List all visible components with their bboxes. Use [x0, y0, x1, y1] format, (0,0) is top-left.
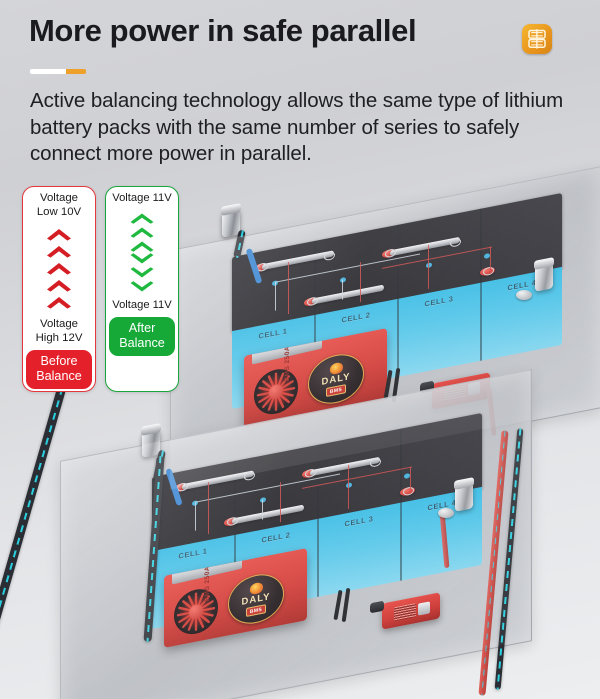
post-cap	[221, 203, 241, 216]
cooling-fan-icon	[174, 585, 218, 638]
relay-knob	[418, 601, 430, 616]
sense-wire	[342, 279, 344, 300]
panel-before-balance: Voltage Low 10V Voltage High 12V Before …	[22, 186, 96, 392]
header: More power in safe parallel Active balan…	[0, 0, 600, 180]
page-title: More power in safe parallel	[29, 13, 417, 48]
chevron-down-icon	[130, 252, 154, 263]
cell-seam	[397, 224, 399, 377]
chevron-up-icon	[47, 246, 71, 258]
balance-wire	[280, 481, 282, 523]
cell-seam	[480, 208, 482, 361]
chevron-up-icon	[130, 213, 154, 224]
chevron-up-icon	[47, 297, 71, 309]
balance-comparison: Voltage Low 10V Voltage High 12V Before …	[22, 186, 179, 392]
terminal-lug	[438, 508, 454, 518]
divider-segment-orange	[66, 69, 86, 74]
divider-segment-white	[30, 69, 66, 74]
sense-wire	[195, 502, 197, 531]
chevron-up-icon	[47, 229, 71, 241]
balance-wire	[288, 261, 290, 315]
chevron-up-icon	[130, 227, 154, 238]
before-balance-badge: Before Balance	[26, 350, 92, 389]
before-bottom-voltage: Voltage High 12V	[35, 318, 83, 344]
terminal-post-positive-top	[534, 257, 554, 292]
balance-wire	[348, 464, 350, 509]
after-top-voltage: Voltage 11V	[112, 192, 172, 204]
sense-wire	[275, 282, 277, 311]
balance-wire	[490, 246, 492, 271]
chevron-down-icon	[130, 266, 154, 277]
bms-module-top: BMS 250A DALY BMS	[244, 328, 387, 428]
terminal-lug	[516, 290, 532, 300]
after-bottom-voltage: Voltage 11V	[112, 298, 172, 311]
cell-seam	[317, 444, 319, 597]
after-arrow-stack	[128, 211, 156, 294]
balance-wire	[208, 481, 210, 535]
chevron-up-icon	[47, 280, 71, 292]
daly-logo: DALY BMS	[228, 569, 284, 629]
sense-wire	[262, 499, 264, 520]
bms-rating-label: BMS 250A	[284, 345, 291, 383]
after-balance-badge: After Balance	[109, 317, 175, 356]
cooling-fan-icon	[254, 365, 298, 418]
relay-vent	[394, 603, 416, 622]
balance-wire	[410, 466, 412, 491]
chevron-down-icon	[130, 280, 154, 291]
battery-scene: CELL 1 CELL 2 CELL 3 CELL 4	[0, 160, 600, 699]
before-top-voltage: Voltage Low 10V	[36, 192, 82, 218]
page-subtitle: Active balancing technology allows the s…	[30, 89, 564, 165]
cell-seam	[400, 428, 402, 581]
chevron-up-icon	[130, 241, 154, 252]
daly-logo: DALY BMS	[308, 349, 364, 409]
parallel-negative-bus-cable	[0, 386, 67, 678]
terminal-post-positive-bottom	[454, 477, 474, 512]
chevron-up-icon	[47, 263, 71, 275]
balance-wire	[428, 244, 430, 289]
accent-divider	[30, 69, 86, 74]
post-cap	[141, 423, 161, 436]
panel-after-balance: Voltage 11V Voltage 11V After Balance	[105, 186, 179, 392]
before-arrow-stack	[44, 226, 74, 309]
bms-battery-icon	[522, 24, 552, 54]
bms-rating-label: BMS 250A	[204, 565, 211, 603]
balance-wire	[360, 261, 362, 303]
bms-module-bottom: BMS 250A DALY BMS	[164, 548, 307, 648]
